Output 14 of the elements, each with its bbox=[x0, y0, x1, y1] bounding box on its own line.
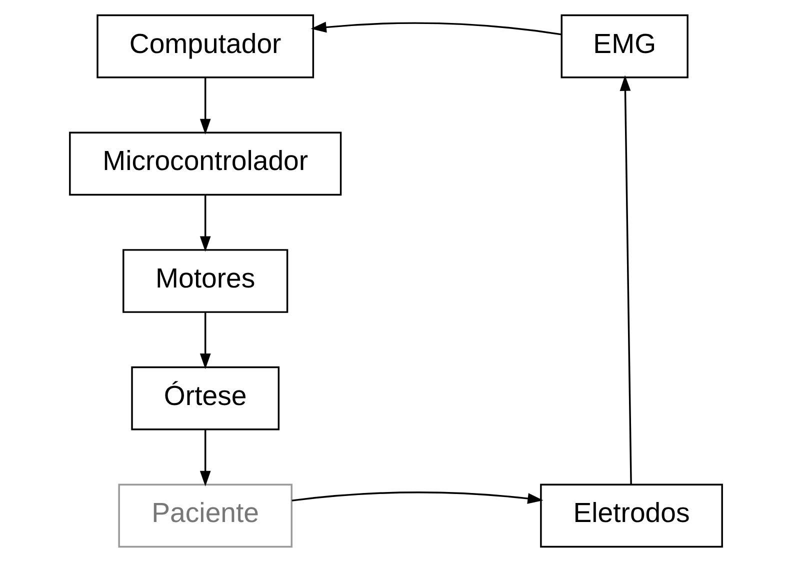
node-box: Microcontrolador bbox=[68, 132, 342, 196]
arrow bbox=[199, 195, 210, 252]
arrow bbox=[199, 78, 210, 134]
arrow bbox=[291, 492, 543, 504]
arrow bbox=[199, 430, 210, 486]
node-box: Computador bbox=[96, 14, 314, 78]
node-box: Eletrodos bbox=[540, 484, 722, 548]
node-box: Órtese bbox=[130, 366, 280, 430]
arrow bbox=[199, 312, 210, 370]
arrow bbox=[310, 22, 562, 36]
node-box: Motores bbox=[122, 249, 288, 313]
node-box: EMG bbox=[560, 14, 688, 78]
node-box: Paciente bbox=[118, 484, 292, 548]
arrow bbox=[619, 75, 632, 484]
